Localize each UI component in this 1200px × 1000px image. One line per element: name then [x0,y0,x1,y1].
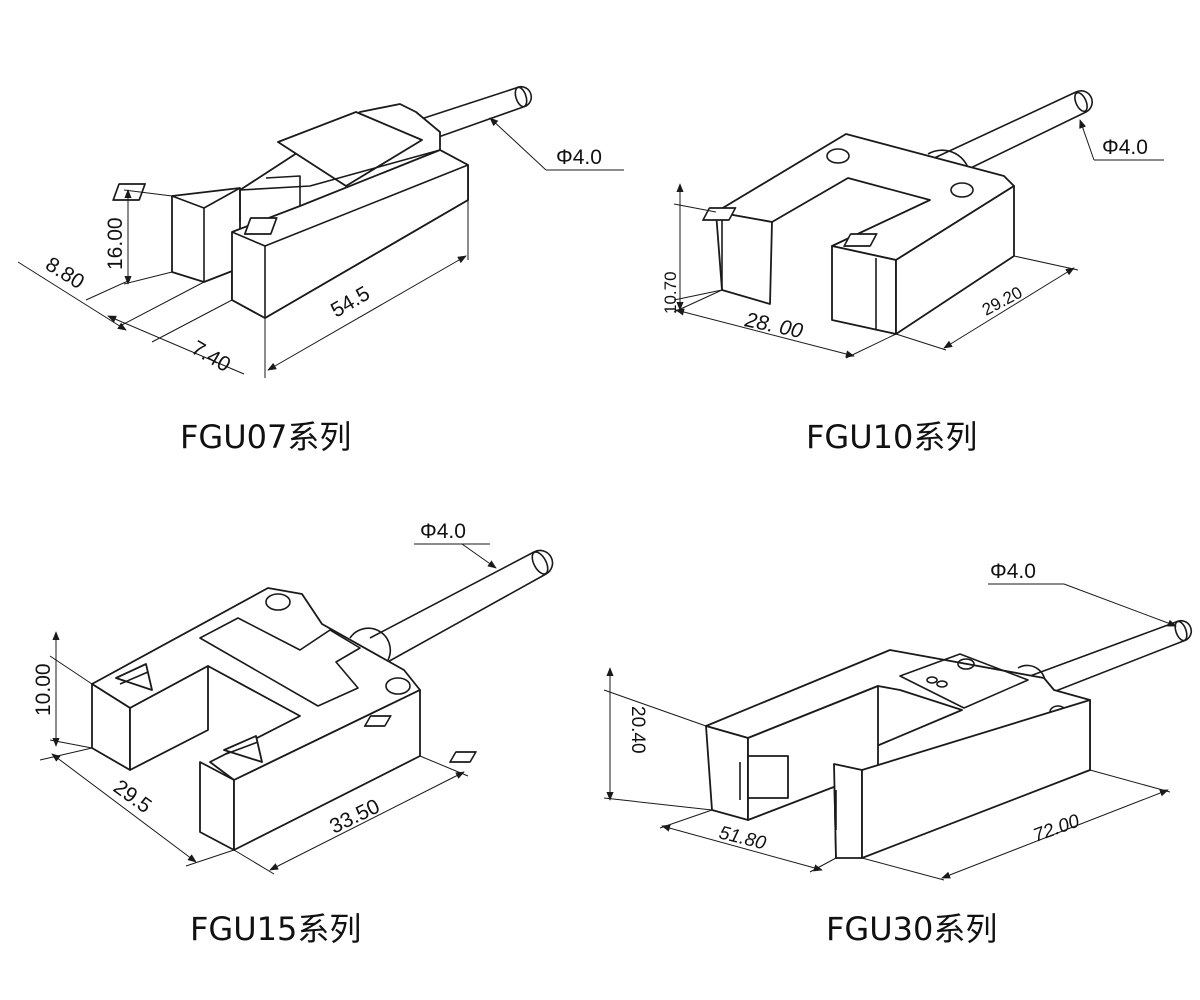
dimension-cable-diameter: Φ4.0 [414,520,497,569]
length-label: 28. 00 [742,308,805,343]
width-label: 33.50 [326,795,383,839]
cable-diameter-label: Φ4.0 [990,560,1036,583]
dimension-cable-diameter: Φ4.0 [988,560,1177,627]
length-label: 51.80 [717,822,769,854]
dimension-height: 10.70 [661,183,723,314]
dimension-cable-diameter: Φ4.0 [1079,119,1164,161]
cable-diameter-label: Φ4.0 [556,146,602,169]
dimension-height: 16.00 [104,189,173,285]
height-label: 10.00 [32,663,55,716]
depth-label: 8.80 [41,253,88,294]
cable-diameter-label: Φ4.0 [420,520,466,543]
height-label: 10.70 [661,271,680,314]
drawing-fgu30: 20.40 51.80 72.00 Φ4.0 FGU30系列 [363,560,1193,948]
caption-fgu30: FGU30系列 [826,910,997,948]
sensor-body [363,649,1091,859]
cable [349,549,554,665]
dimension-cable-diameter: Φ4.0 [489,117,624,171]
length-label: 29.5 [109,775,156,818]
width-label: 72.00 [1031,811,1083,847]
length-label: 54.5 [327,282,374,322]
drawing-fgu07: 16.00 8.80 7.40 54.5 Φ4.0 FGU07系列 [17,85,624,456]
caption-fgu10: FGU10系列 [806,418,977,456]
sensor-body [702,133,1015,335]
width-label: 29.20 [979,283,1025,320]
height-label: 20.40 [627,706,648,754]
height-label: 16.00 [104,217,127,270]
caption-fgu15: FGU15系列 [190,910,361,948]
dimension-height: 20.40 [603,667,713,811]
dimension-height: 10.00 [32,631,93,749]
drawing-fgu15: 10.00 29.5 33.50 Φ4.0 FGU15系列 [32,520,554,948]
cable-diameter-label: Φ4.0 [1102,136,1148,159]
dimension-slot-width: 7.40 [107,281,245,377]
caption-fgu07: FGU07系列 [180,418,351,456]
drawing-fgu10: 10.70 28. 00 29.20 Φ4.0 FGU10系列 [661,90,1164,456]
slot-width-label: 7.40 [188,336,235,376]
cable [417,85,533,141]
